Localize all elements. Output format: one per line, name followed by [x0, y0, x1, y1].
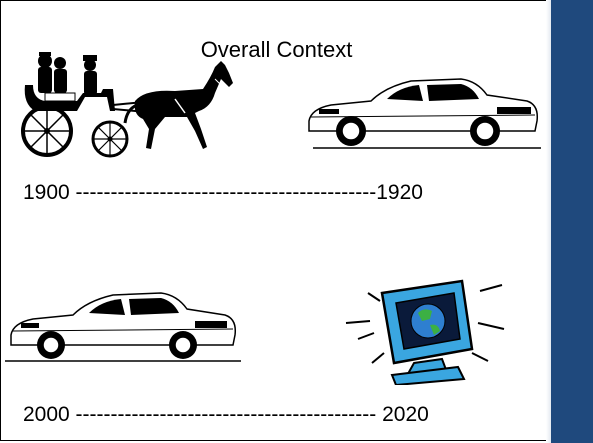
timeline-2000-2020: 2000 -----------------------------------… [23, 403, 429, 426]
computer-globe-image [345, 279, 505, 385]
horse-carriage-image [21, 52, 233, 158]
slide-canvas: Overall Context [0, 0, 551, 441]
side-accent-panel [551, 0, 593, 443]
slide-title: Overall Context [200, 37, 353, 62]
car-image-bottom [5, 292, 241, 362]
side-panel-edge [546, 0, 552, 443]
car-image-top [308, 78, 541, 149]
timeline-1900-1920: 1900 -----------------------------------… [23, 181, 423, 204]
